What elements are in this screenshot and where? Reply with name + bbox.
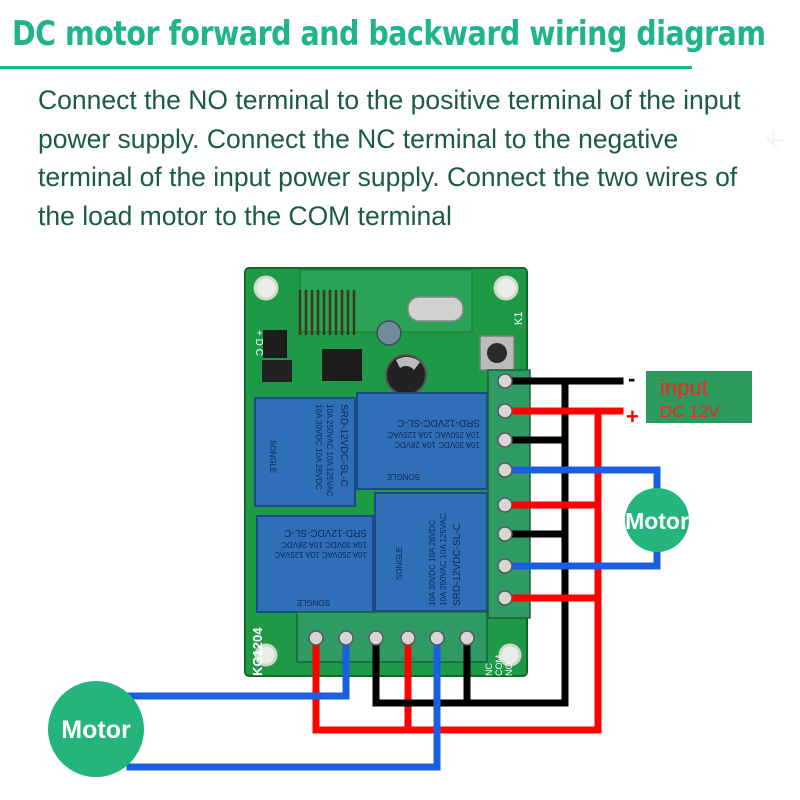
svg-text:NO: NO (504, 663, 514, 677)
relay-rating: 10A 30VDC 10A 28VDC (314, 404, 323, 490)
mount-hole (493, 275, 519, 301)
relay-rating: 10A 250VAC 10A 125VAC (439, 513, 448, 606)
edge-label: + D C (253, 330, 264, 356)
motor-bottom: Motor (48, 681, 144, 777)
relay-1: SRD-12VDC-SL-C 10A 250VAC 10A 125VAC 10A… (254, 397, 356, 507)
bottom-terminal-screws (308, 630, 475, 646)
relay-brand: SONGLE (395, 547, 404, 580)
mount-hole (498, 643, 522, 667)
svg-text:NC: NC (484, 663, 494, 676)
input-label-line1: input (660, 375, 708, 400)
relay-brand: SONGLE (387, 472, 420, 481)
relay-3: SRD-12VDC-SL-C 10A 30VDC 10A 28VDC 10A 2… (256, 515, 374, 613)
bottom-terminal-block (296, 611, 488, 663)
ic-chip (262, 360, 292, 382)
relay-rating: 10A 30VDC 10A 28VDC (428, 520, 437, 606)
relay-2: SRD-12VDC-SL-C 10A 250VAC 10A 125VAC 10A… (356, 392, 488, 490)
relay-rating: 10A 250VAC 10A 125VAC (274, 550, 367, 559)
wiring-description: Connect the NO terminal to the positive … (38, 85, 741, 231)
title-underline (0, 66, 692, 69)
crystal (407, 296, 464, 322)
wires (126, 377, 661, 771)
ic-chip (263, 330, 287, 358)
relay-rating: 10A 250VAC 10A 125VAC (325, 404, 334, 497)
wire-black (372, 634, 569, 707)
board-model: KG1204 (250, 627, 265, 676)
relay-model: SRD-12VDC-SL-C (397, 417, 480, 428)
capacitor (376, 320, 402, 346)
positive-sign: + (626, 404, 639, 429)
relay-rating: 10A 30VDC 10A 28VDC (394, 440, 480, 449)
relay-rating: 10A 30VDC 10A 28VDC (281, 540, 367, 549)
bottom-terminal-labels: NC COM NO (484, 655, 514, 676)
antenna-coil (298, 290, 356, 335)
input-label-line2: DC 12V (660, 402, 720, 421)
negative-sign: - (628, 366, 635, 391)
relay-rating: 10A 250VAC 10A 125VAC (387, 430, 480, 439)
relay-brand: SONGLE (268, 440, 277, 473)
wire-blue (501, 466, 661, 494)
ic-chip (322, 349, 362, 381)
svg-text:COM: COM (494, 655, 504, 676)
motor-right-label: Motor (625, 508, 689, 534)
relay-brand: SONGLE (297, 598, 330, 607)
power-input-label: input DC 12V (646, 371, 752, 423)
mount-hole (254, 643, 278, 667)
relay-model: SRD-12VDC-SL-C (338, 404, 349, 487)
relay-board: K1 + D C SRD-12VDC-SL-C 10A 250VAC 10A 1… (244, 267, 531, 677)
diagram-title: DC motor forward and backward wiring dia… (12, 14, 766, 54)
motor-right: Motor (625, 488, 689, 552)
mount-hole (253, 275, 279, 301)
motor-bottom-label: Motor (61, 716, 131, 744)
right-terminal-screws (497, 373, 513, 606)
wire-blue (126, 634, 441, 771)
wire-blue (501, 546, 661, 570)
watermark: K (761, 125, 789, 153)
relay-model: SRD-12VDC-SL-C (284, 527, 367, 538)
wire-blue (126, 634, 350, 700)
relay-4: SRD-12VDC-SL-C 10A 250VAC 10A 125VAC 10A… (374, 492, 488, 612)
wire-red (312, 634, 602, 734)
button-label: K1 (513, 312, 525, 325)
relay-model: SRD-12VDC-SL-C (452, 523, 463, 606)
